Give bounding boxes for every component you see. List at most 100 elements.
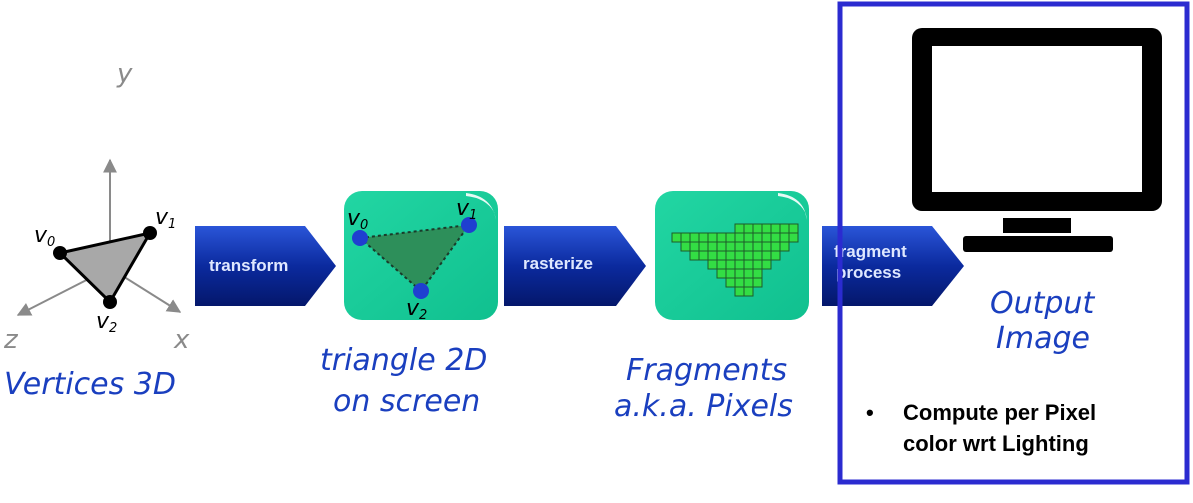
- fragment-pixel: [707, 232, 718, 243]
- fragment-pixel: [716, 241, 727, 252]
- fragment-pixel: [725, 232, 736, 243]
- fragment-pixel: [752, 277, 763, 288]
- fragment-pixel: [734, 241, 745, 252]
- fragment-pixel-grid: [671, 223, 799, 297]
- fragment-process-label-line1: fragment: [834, 242, 907, 261]
- fragment-process-arrow: fragment process: [822, 226, 964, 306]
- fragment-pixel: [734, 259, 745, 270]
- transform-arrow: transform: [195, 226, 336, 306]
- fragment-pixel: [734, 223, 745, 234]
- vertex-label-v1: v1: [155, 205, 176, 232]
- axis-z-label: z: [3, 325, 19, 355]
- output-caption-line1: Output: [990, 286, 1095, 321]
- fragment-pixel: [689, 232, 700, 243]
- axis-y-label: y: [116, 59, 133, 89]
- bullet-line2: color wrt Lighting: [903, 431, 1089, 456]
- fragment-pixel: [752, 250, 763, 261]
- fragments-panel-gloss: [778, 193, 807, 220]
- vertex-2d-label-v0: v0: [347, 206, 368, 233]
- fragment-pixel: [743, 268, 754, 279]
- fragments-group: Fragments a.k.a. Pixels: [614, 191, 809, 424]
- fragment-pixel: [779, 232, 790, 243]
- output-image-group: Output Image • Compute per Pixel color w…: [837, 1, 1190, 485]
- transform-label: transform: [209, 256, 288, 275]
- fragment-pixel: [752, 223, 763, 234]
- fragment-pixel: [734, 268, 745, 279]
- triangle-2d-group: v0 v1 v2 triangle 2D on screen: [320, 191, 498, 419]
- fragment-pixel: [752, 241, 763, 252]
- fragment-pixel: [707, 250, 718, 261]
- triangle-3d: [56, 230, 154, 305]
- vertex-dot-2d-v1: [461, 217, 477, 233]
- fragment-pixel: [734, 232, 745, 243]
- fragment-process-label-line2: process: [836, 263, 901, 282]
- fragment-pixel: [752, 259, 763, 270]
- fragment-pixel: [743, 250, 754, 261]
- fragments-caption-line2: a.k.a. Pixels: [614, 389, 793, 424]
- fragment-pixel: [752, 232, 763, 243]
- vertex-dot-v0: [53, 246, 67, 260]
- fragment-pixel: [788, 223, 799, 234]
- triangle-2d: [357, 223, 472, 293]
- fragment-pixel: [734, 250, 745, 261]
- fragment-pixel: [761, 223, 772, 234]
- fragment-pixel: [734, 277, 745, 288]
- fragment-pixel: [752, 268, 763, 279]
- fragment-pixel: [689, 250, 700, 261]
- fragment-pixel: [734, 286, 745, 297]
- fragment-pixel: [770, 232, 781, 243]
- fragment-pixel: [761, 241, 772, 252]
- output-frame: [837, 1, 1190, 485]
- fragment-pixel: [716, 232, 727, 243]
- fragment-pixel: [725, 259, 736, 270]
- vertices-3d-group: y z x v0 v1 v2 Vertices 3D: [3, 59, 190, 402]
- fragment-pixel: [698, 232, 709, 243]
- vertex-label-v2: v2: [96, 309, 117, 336]
- fragment-pixel: [743, 232, 754, 243]
- fragment-pixel: [698, 250, 709, 261]
- vertex-2d-label-v1: v1: [456, 196, 477, 223]
- fragment-pixel: [761, 232, 772, 243]
- axis-x-label: x: [173, 325, 190, 355]
- vertex-dot-2d-v0: [352, 230, 368, 246]
- fragment-pixel: [779, 241, 790, 252]
- fragment-pixel: [725, 250, 736, 261]
- bullet-symbol: •: [866, 400, 874, 425]
- fragment-pixel: [725, 268, 736, 279]
- bullet-line1: Compute per Pixel: [903, 400, 1096, 425]
- vertex-dot-v1: [143, 226, 157, 240]
- fragment-pixel: [707, 241, 718, 252]
- fragment-pixel: [707, 259, 718, 270]
- fragment-pixel: [770, 223, 781, 234]
- fragment-pixel: [788, 232, 799, 243]
- fragment-pixel: [725, 241, 736, 252]
- fragment-pixel: [671, 232, 682, 243]
- fragment-pixel: [680, 232, 691, 243]
- fragment-pixel: [716, 268, 727, 279]
- fragment-pixel: [761, 250, 772, 261]
- fragment-pixel: [716, 250, 727, 261]
- monitor-icon: [912, 28, 1162, 252]
- fragment-pixel: [680, 241, 691, 252]
- fragment-pixel: [779, 223, 790, 234]
- fragments-caption-line1: Fragments: [626, 353, 787, 388]
- triangle-caption-line2: on screen: [333, 384, 480, 419]
- fragment-pixel: [725, 277, 736, 288]
- vertex-dot-v2: [103, 295, 117, 309]
- vertex-label-v0: v0: [34, 223, 55, 250]
- fragment-pixel: [743, 277, 754, 288]
- rasterize-label: rasterize: [523, 254, 593, 273]
- fragment-pixel: [770, 241, 781, 252]
- fragment-pixel: [698, 241, 709, 252]
- rasterize-arrow: rasterize: [504, 226, 646, 306]
- vertex-dot-2d-v2: [413, 283, 429, 299]
- fragment-pixel: [743, 241, 754, 252]
- fragment-pixel: [743, 259, 754, 270]
- vertices-caption: Vertices 3D: [4, 367, 176, 402]
- fragment-pixel: [770, 250, 781, 261]
- fragment-pixel: [689, 241, 700, 252]
- fragment-pixel: [761, 259, 772, 270]
- triangle-caption-line1: triangle 2D: [320, 343, 487, 378]
- vertex-2d-label-v2: v2: [406, 296, 427, 323]
